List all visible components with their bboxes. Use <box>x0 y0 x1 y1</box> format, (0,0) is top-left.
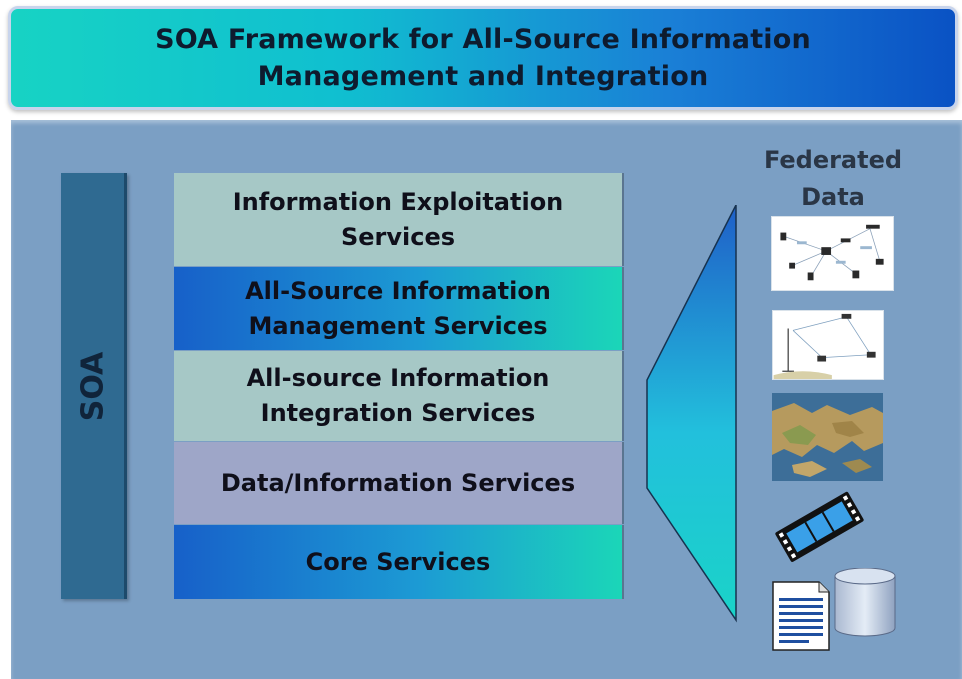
database-icon <box>834 568 896 637</box>
title-banner: SOA Framework for All-Source Information… <box>8 6 958 110</box>
title-line-2: Management and Integration <box>257 61 709 92</box>
film-strip-icon <box>775 491 864 562</box>
layer-label-line2: Services <box>340 222 456 251</box>
federated-data-label: Federated Data <box>748 142 918 216</box>
network-diagram-icon <box>771 216 894 291</box>
document-database-icon <box>772 568 896 651</box>
communication-diagram-icon <box>772 310 884 380</box>
soa-bar: SOA <box>61 173 127 599</box>
layer-core-services: Core Services <box>174 525 624 599</box>
layer-label-line1: Information Exploitation <box>232 187 564 216</box>
layer-data-information: Data/Information Services <box>174 442 624 524</box>
federated-label-line2: Data <box>801 183 865 211</box>
layer-all-source-integration: All-source Information Integration Servi… <box>174 351 624 441</box>
map-icon <box>772 393 883 481</box>
layer-label-line1: All-Source Information <box>245 276 551 305</box>
funnel-connector <box>646 205 737 623</box>
soa-label: SOA <box>75 351 110 421</box>
layer-all-source-management: All-Source Information Management Servic… <box>174 267 624 350</box>
layer-label-line1: All-source Information <box>246 364 550 392</box>
federated-label-line1: Federated <box>763 146 903 174</box>
layer-information-exploitation: Information Exploitation Services <box>174 173 624 266</box>
title-line-1: SOA Framework for All-Source Information <box>155 24 811 55</box>
layer-label-line1: Data/Information Services <box>220 468 576 497</box>
layer-label-line2: Integration Services <box>260 399 536 427</box>
layer-label-line2: Management Services <box>248 311 548 340</box>
layer-label-line1: Core Services <box>305 547 491 576</box>
document-icon <box>772 581 830 651</box>
